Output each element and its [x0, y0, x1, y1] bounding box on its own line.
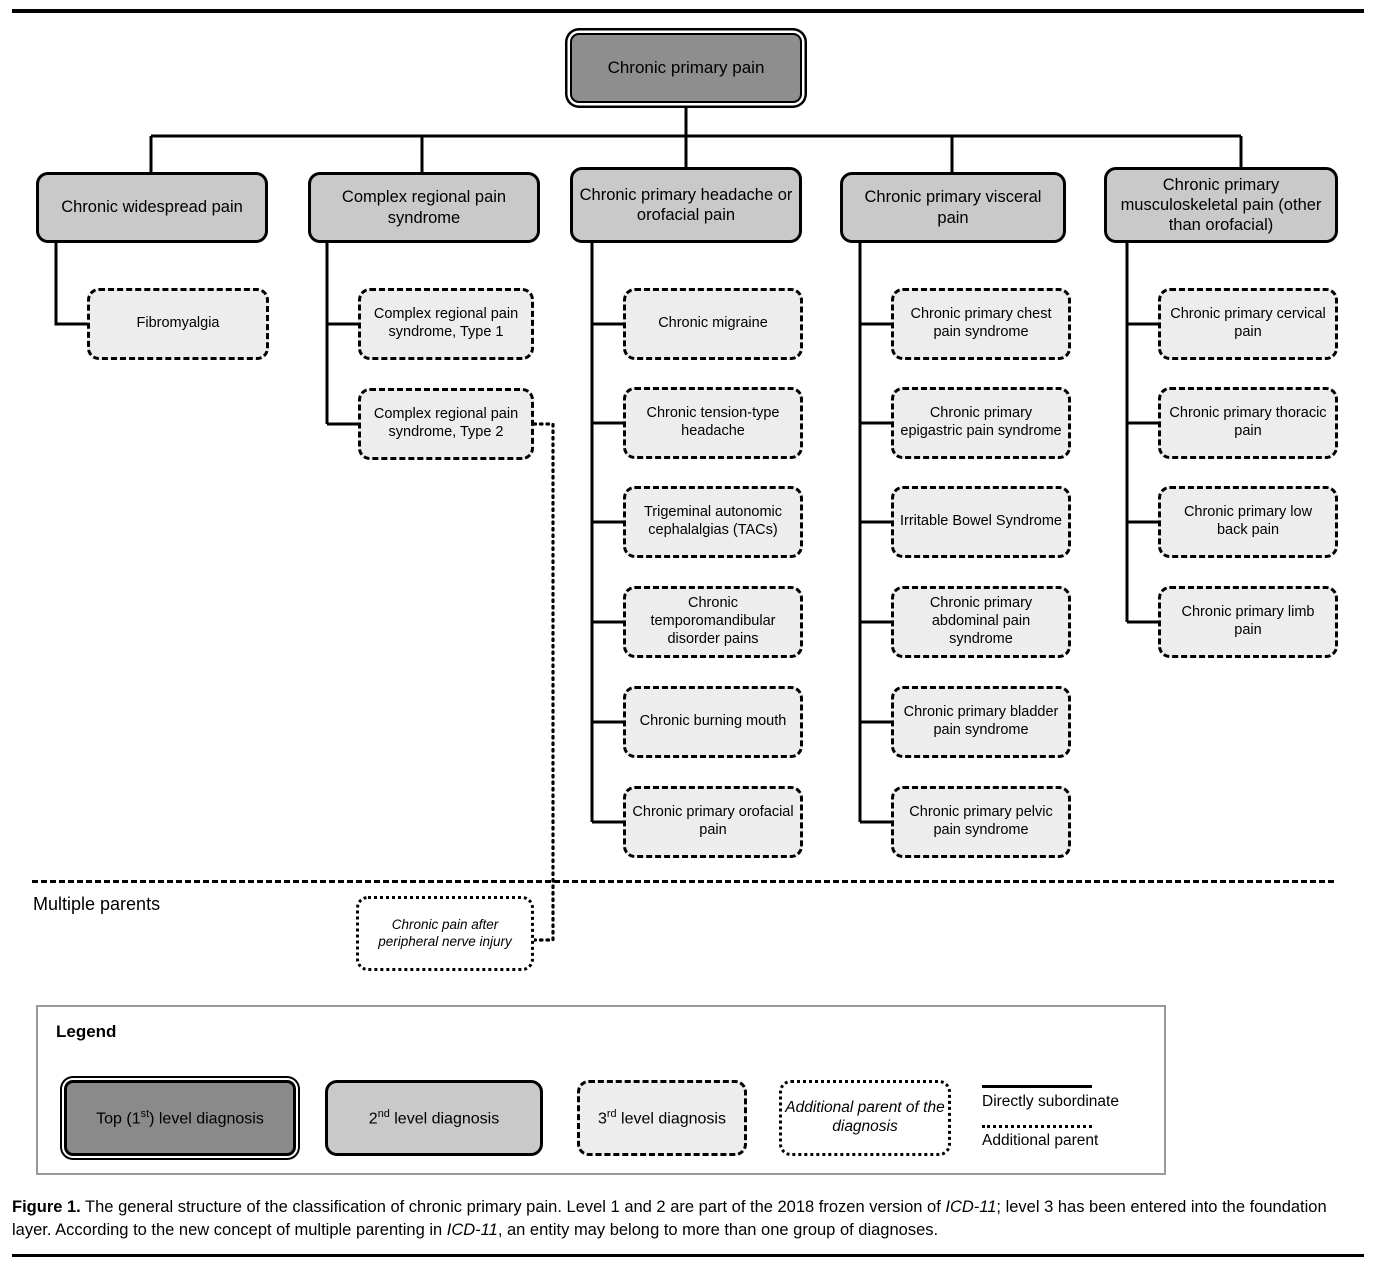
- node-label: Chronic temporomandibular disorder pains: [650, 595, 776, 647]
- connector-additional-parent-route: [532, 422, 555, 942]
- node-chronic-primary-abdominal-pain-syndrome[interactable]: Chronic primary abdominal pain syndrome: [891, 586, 1071, 658]
- top-rule: [12, 9, 1364, 13]
- node-label: Trigeminal autonomic cephalalgias (TACs): [643, 504, 783, 538]
- node-chronic-primary-epigastric-pain-syndrome[interactable]: Chronic primary epigastric pain syndrome: [891, 387, 1071, 459]
- legend-item-label: 2nd level diagnosis: [368, 1107, 500, 1128]
- node-label: Chronic primary headache or orofacial pa…: [579, 185, 793, 224]
- node-label: Irritable Bowel Syndrome: [900, 513, 1062, 530]
- node-chronic-primary-chest-pain-syndrome[interactable]: Chronic primary chest pain syndrome: [891, 288, 1071, 360]
- node-chronic-widespread-pain[interactable]: Chronic widespread pain: [36, 172, 268, 243]
- node-label: Chronic primary low back pain: [1183, 504, 1313, 538]
- node-chronic-primary-musculoskeletal-pain[interactable]: Chronic primary musculoskeletal pain (ot…: [1104, 167, 1338, 243]
- node-label: Chronic primary thoracic pain: [1169, 405, 1327, 439]
- legend-item-label: 3rd level diagnosis: [598, 1107, 726, 1128]
- node-chronic-primary-headache-or-orofacial-pain[interactable]: Chronic primary headache or orofacial pa…: [570, 167, 802, 243]
- node-chronic-primary-thoracic-pain[interactable]: Chronic primary thoracic pain: [1158, 387, 1338, 459]
- node-crps-type-1[interactable]: Complex regional pain syndrome, Type 1: [358, 288, 534, 360]
- caption-emphasis-1: ICD-11: [945, 1198, 997, 1216]
- node-label: Chronic burning mouth: [639, 713, 787, 730]
- caption-emphasis-2: ICD-11: [446, 1221, 498, 1240]
- bottom-rule: [12, 1254, 1364, 1257]
- connector-b1-trunk: [54, 243, 87, 326]
- node-label: Chronic primary visceral pain: [864, 188, 1042, 227]
- node-chronic-temporomandibular-disorder-pains[interactable]: Chronic temporomandibular disorder pains: [623, 586, 803, 658]
- node-label: Chronic primary limb pain: [1181, 604, 1315, 638]
- node-complex-regional-pain-syndrome[interactable]: Complex regional pain syndrome: [308, 172, 540, 243]
- node-label: Complex regional pain syndrome, Type 2: [373, 406, 519, 440]
- legend-solid-line-label: Directly subordinate: [982, 1093, 1119, 1110]
- legend-third-level-diagnosis: 3rd level diagnosis: [577, 1080, 747, 1156]
- node-irritable-bowel-syndrome[interactable]: Irritable Bowel Syndrome: [891, 486, 1071, 558]
- node-chronic-primary-cervical-pain[interactable]: Chronic primary cervical pain: [1158, 288, 1338, 360]
- node-chronic-primary-pelvic-pain-syndrome[interactable]: Chronic primary pelvic pain syndrome: [891, 786, 1071, 858]
- caption-part-3: , an entity may belong to more than one …: [497, 1221, 939, 1240]
- node-label: Chronic pain after peripheral nerve inju…: [378, 917, 512, 949]
- node-label: Chronic primary pain: [607, 57, 765, 77]
- legend-top-level-diagnosis: Top (1st) level diagnosis: [64, 1080, 296, 1156]
- node-label: Complex regional pain syndrome: [341, 188, 507, 227]
- legend-item-label: Top (1st) level diagnosis: [96, 1107, 264, 1128]
- node-chronic-primary-pain[interactable]: Chronic primary pain: [570, 33, 802, 103]
- legend-item-label: Additional parent of the diagnosis: [785, 1099, 945, 1135]
- legend-title: Legend: [56, 1022, 117, 1041]
- node-chronic-pain-after-peripheral-nerve-injury[interactable]: Chronic pain after peripheral nerve inju…: [356, 896, 534, 971]
- node-label: Chronic primary pelvic pain syndrome: [909, 804, 1053, 838]
- node-label: Complex regional pain syndrome, Type 1: [373, 306, 519, 340]
- node-chronic-primary-orofacial-pain[interactable]: Chronic primary orofacial pain: [623, 786, 803, 858]
- caption-part-1: The general structure of the classificat…: [80, 1198, 946, 1216]
- legend-additional-parent-node: Additional parent of the diagnosis: [779, 1080, 951, 1156]
- node-chronic-primary-low-back-pain[interactable]: Chronic primary low back pain: [1158, 486, 1338, 558]
- node-label: Chronic primary bladder pain syndrome: [903, 704, 1059, 738]
- multiple-parents-divider: [32, 880, 1334, 883]
- node-chronic-primary-limb-pain[interactable]: Chronic primary limb pain: [1158, 586, 1338, 658]
- node-label: Chronic primary abdominal pain syndrome: [929, 595, 1033, 647]
- node-label: Chronic primary musculoskeletal pain (ot…: [1120, 175, 1322, 235]
- figure-caption: Figure 1. The general structure of the c…: [12, 1196, 1364, 1243]
- node-fibromyalgia[interactable]: Fibromyalgia: [87, 288, 269, 360]
- legend-dotted-line-swatch: [982, 1125, 1092, 1128]
- legend-solid-line-swatch: [982, 1085, 1092, 1088]
- node-chronic-tension-type-headache[interactable]: Chronic tension-type headache: [623, 387, 803, 459]
- node-label: Chronic primary cervical pain: [1170, 306, 1326, 340]
- node-crps-type-2[interactable]: Complex regional pain syndrome, Type 2: [358, 388, 534, 460]
- node-label: Chronic primary orofacial pain: [632, 804, 794, 838]
- node-chronic-burning-mouth[interactable]: Chronic burning mouth: [623, 686, 803, 758]
- node-trigeminal-autonomic-cephalalgias[interactable]: Trigeminal autonomic cephalalgias (TACs): [623, 486, 803, 558]
- node-chronic-primary-visceral-pain[interactable]: Chronic primary visceral pain: [840, 172, 1066, 243]
- node-label: Chronic widespread pain: [61, 198, 243, 217]
- node-label: Chronic tension-type headache: [646, 405, 780, 439]
- node-label: Fibromyalgia: [136, 315, 220, 332]
- node-label: Chronic migraine: [658, 315, 768, 332]
- caption-part-2: ; level 3 has been entered into the foun…: [12, 1198, 1327, 1240]
- node-label: Chronic primary chest pain syndrome: [910, 306, 1052, 340]
- legend-second-level-diagnosis: 2nd level diagnosis: [325, 1080, 543, 1156]
- multiple-parents-label: Multiple parents: [33, 894, 161, 914]
- node-label: Chronic primary epigastric pain syndrome: [900, 405, 1062, 439]
- node-chronic-migraine[interactable]: Chronic migraine: [623, 288, 803, 360]
- legend-dotted-line-label: Additional parent: [982, 1132, 1099, 1149]
- node-chronic-primary-bladder-pain-syndrome[interactable]: Chronic primary bladder pain syndrome: [891, 686, 1071, 758]
- caption-figure-number: Figure 1.: [12, 1198, 81, 1216]
